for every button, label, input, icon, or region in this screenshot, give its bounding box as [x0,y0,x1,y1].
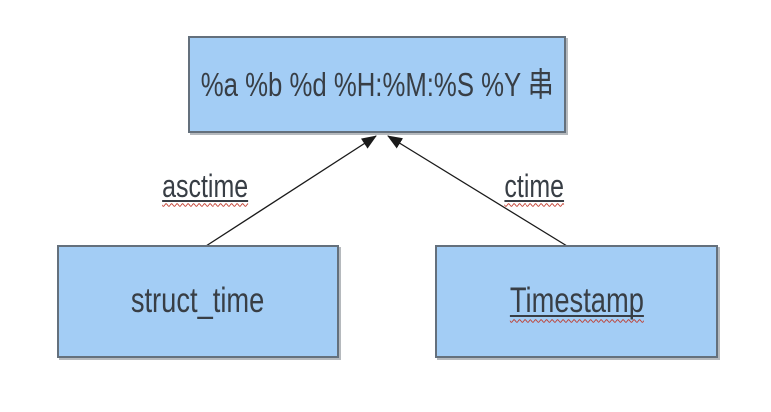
edge-label-ctime-text: ctime [504,167,564,204]
edge-label-asctime[interactable]: asctime [140,167,270,204]
node-timestamp[interactable]: Timestamp [435,245,718,358]
node-struct-time[interactable]: struct_time [57,245,339,358]
node-format-string-label: %a %b %d %H:%M:%S %Y 串 [200,65,554,103]
node-struct-time-label: struct_time [131,281,265,321]
node-timestamp-label: Timestamp [509,281,644,321]
node-format-string[interactable]: %a %b %d %H:%M:%S %Y 串 [188,36,566,133]
edge-label-asctime-text: asctime [162,167,248,204]
edge-label-ctime[interactable]: ctime [469,167,599,204]
